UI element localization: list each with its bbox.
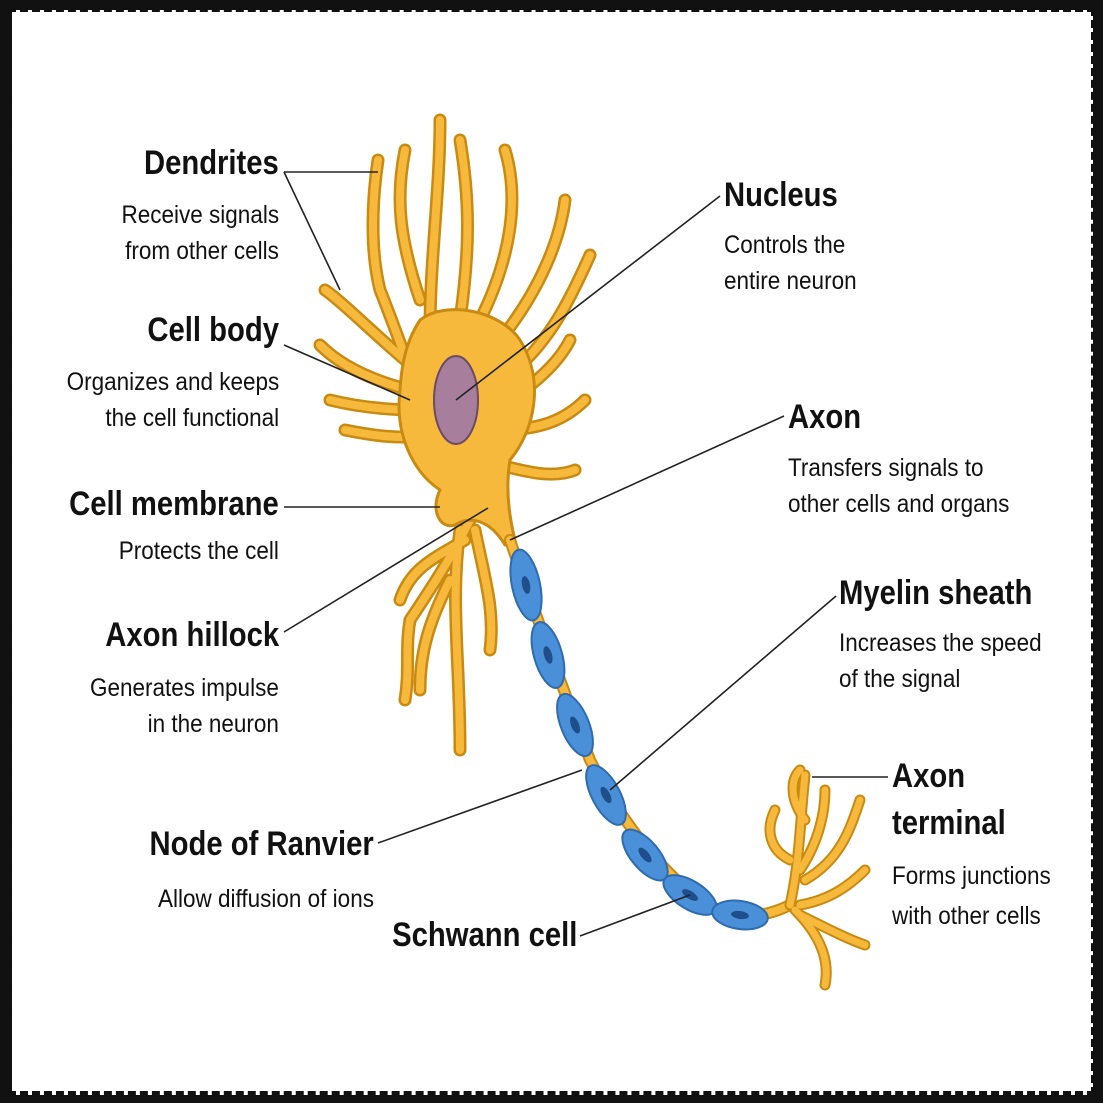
myelin-sheath-leader: [610, 596, 836, 790]
nucleus-desc-line1: Controls the: [724, 227, 845, 263]
axon-terminal-desc-line1: Forms junctions: [892, 858, 1051, 894]
axon-terminal-title-line2: terminal: [892, 804, 1006, 843]
axon-terminal-branches: [770, 770, 865, 985]
dendrites-desc-line1: Receive signals: [121, 197, 279, 233]
schwann-cell-title: Schwann cell: [392, 916, 577, 955]
axon-terminal-desc-line2: with other cells: [892, 898, 1041, 934]
node-of-ranvier-leader: [378, 770, 582, 843]
axon-desc-line2: other cells and organs: [788, 486, 1009, 522]
axon-desc-line1: Transfers signals to: [788, 450, 983, 486]
myelin-sheath-desc-line1: Increases the speed: [839, 625, 1042, 661]
axon-hillock-desc-line2: in the neuron: [148, 706, 279, 742]
myelin-sheath: [505, 547, 770, 933]
dendrites-desc-line2: from other cells: [125, 233, 279, 269]
axon-title: Axon: [788, 398, 861, 437]
nucleus-title: Nucleus: [724, 176, 838, 215]
dendrites-leader: [284, 172, 340, 290]
node-of-ranvier-title: Node of Ranvier: [150, 825, 374, 864]
nucleus-desc-line2: entire neuron: [724, 263, 857, 299]
dendrites-title: Dendrites: [144, 144, 279, 183]
cell-membrane-desc: Protects the cell: [119, 533, 279, 569]
schwann-cell-leader: [580, 895, 690, 936]
cell-body-desc-line2: the cell functional: [105, 400, 279, 436]
axon-hillock-desc-line1: Generates impulse: [90, 670, 279, 706]
cell-membrane-title: Cell membrane: [69, 485, 279, 524]
cell-body-title: Cell body: [147, 311, 279, 350]
myelin-sheath-title: Myelin sheath: [839, 574, 1032, 613]
myelin-sheath-desc-line2: of the signal: [839, 661, 960, 697]
axon-terminal-title-line1: Axon: [892, 757, 965, 796]
cell-body-desc-line1: Organizes and keeps: [66, 364, 279, 400]
node-of-ranvier-desc: Allow diffusion of ions: [158, 881, 374, 917]
axon-hillock-title: Axon hillock: [105, 616, 279, 655]
